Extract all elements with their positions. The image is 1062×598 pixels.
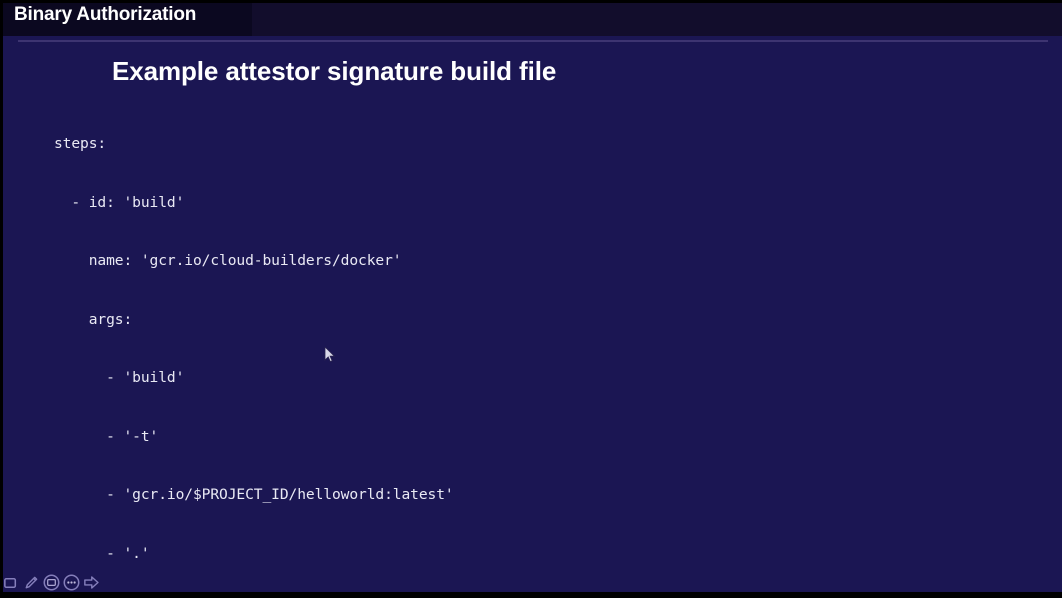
- code-line: - '-t': [54, 427, 159, 445]
- code-line: - 'gcr.io/$PROJECT_ID/helloworld:latest': [54, 486, 454, 503]
- next-slide-arrow-icon[interactable]: [82, 573, 101, 592]
- code-line: name: 'gcr.io/cloud-builders/docker': [54, 252, 402, 269]
- slide-overview-icon[interactable]: [42, 573, 61, 592]
- pointer-icon[interactable]: [2, 573, 21, 592]
- pen-icon[interactable]: [22, 573, 41, 592]
- yaml-code-block: steps: - id: 'build' name: 'gcr.io/cloud…: [54, 95, 1044, 598]
- slide-header-band: Binary Authorization: [0, 0, 1062, 36]
- more-options-icon[interactable]: [62, 573, 81, 592]
- presentation-toolbar[interactable]: [2, 572, 101, 592]
- frame-edge-top: [0, 0, 1062, 3]
- slide-header-band-accent: [0, 0, 252, 36]
- code-line: - id: 'build': [54, 193, 185, 211]
- slide-title: Example attestor signature build file: [112, 56, 557, 86]
- header-divider: [18, 40, 1048, 42]
- frame-edge-left: [0, 0, 3, 598]
- code-line: - 'build': [54, 369, 185, 386]
- frame-edge-bottom: [0, 592, 1062, 598]
- code-line: - '.': [54, 544, 150, 562]
- code-line: steps:: [54, 135, 107, 152]
- code-line: args:: [54, 310, 133, 328]
- presentation-app-title: Binary Authorization: [14, 4, 197, 25]
